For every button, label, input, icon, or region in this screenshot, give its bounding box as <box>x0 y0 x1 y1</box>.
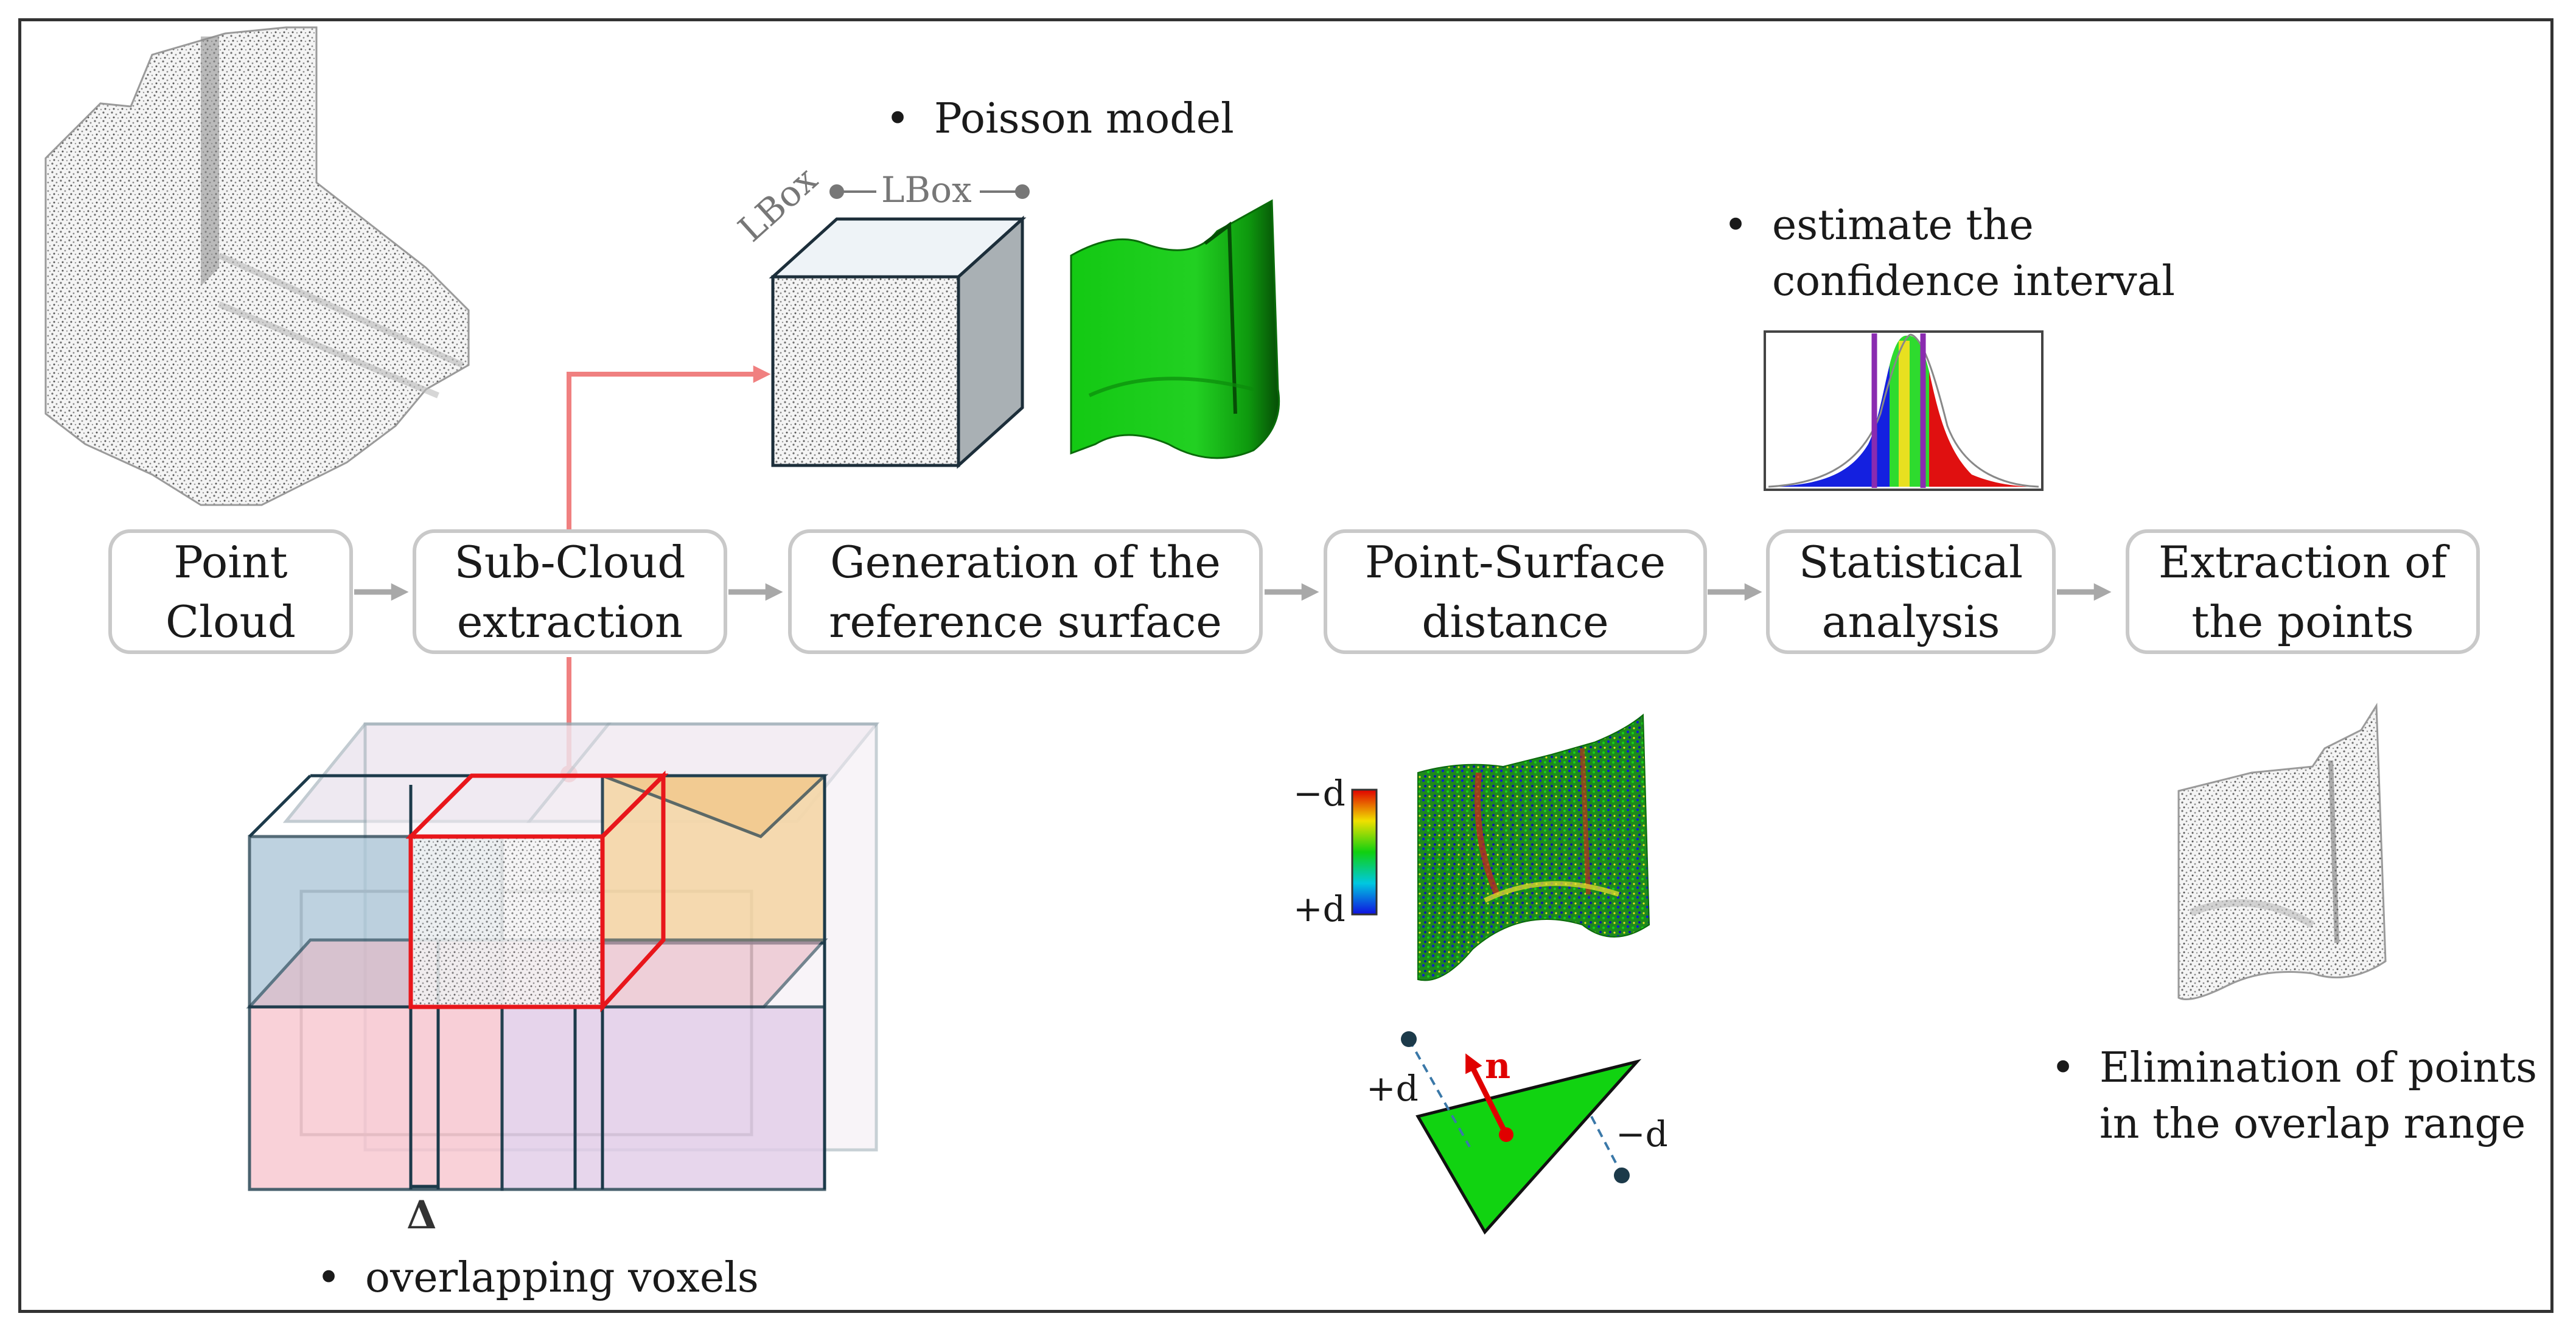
lbox-top-label: LBox <box>881 169 972 211</box>
stage-statistical-analysis: Statistical analysis <box>1766 529 2056 654</box>
stage-label-line2: the points <box>2191 596 2414 647</box>
stage-sub-cloud-extraction: Sub-Cloud extraction <box>413 529 727 654</box>
stage-label-line1: Statistical <box>1798 536 2023 588</box>
stage-label-line2: extraction <box>456 596 683 647</box>
confidence-histogram <box>1764 330 2044 491</box>
scale-plus-d-label: +d <box>1293 888 1346 930</box>
figure-frame <box>18 18 2553 1313</box>
point-surface-triangle <box>1401 1031 1642 1235</box>
scale-minus-d-label: −d <box>1293 773 1346 814</box>
point-cloud-image <box>44 26 470 506</box>
stage-label-line2: distance <box>1422 596 1609 647</box>
stage-label-line1: Point-Surface <box>1364 536 1666 588</box>
elimination-text-line2: in the overlap range <box>2100 1100 2526 1148</box>
bullet-dot: • <box>1723 201 1748 249</box>
confidence-text-line2: confidence interval <box>1772 257 2176 305</box>
bullet-dot: • <box>2051 1044 2076 1092</box>
elimination-note: • Elimination of points in the overlap ra… <box>2051 1040 2537 1152</box>
elimination-text-line1: Elimination of points <box>2100 1044 2538 1092</box>
lbox-cube <box>769 215 1027 469</box>
distance-point-cloud <box>1417 713 1650 981</box>
stage-label-line1: Sub-Cloud <box>454 536 686 588</box>
confidence-note: • estimate the confidence interval <box>1723 198 2175 310</box>
lbox-dimension-markers <box>829 184 1030 199</box>
confidence-text-line1: estimate the <box>1772 201 2034 249</box>
poisson-surface <box>1070 199 1280 459</box>
stage-label-line1: Extraction of <box>2158 536 2448 588</box>
stage-label-line2: Cloud <box>166 596 296 647</box>
bullet-dot: • <box>316 1254 341 1302</box>
stage-point-surface-distance: Point-Surface distance <box>1324 529 1707 654</box>
voxels-note: • overlapping voxels <box>316 1250 759 1306</box>
voxels-text: overlapping voxels <box>365 1254 759 1302</box>
extracted-points-image <box>2177 703 2387 1000</box>
triangle-plus-d-label: +d <box>1366 1068 1419 1109</box>
delta-label: Δ <box>407 1192 437 1238</box>
stage-label-line1: Generation of the <box>830 536 1221 588</box>
normal-vector-label: n <box>1485 1045 1511 1087</box>
poisson-model-text: Poisson model <box>934 95 1234 143</box>
stage-label-line1: Point <box>173 536 288 588</box>
stage-label-line2: reference surface <box>829 596 1222 647</box>
poisson-model-note: • Poisson model <box>885 91 1234 147</box>
distance-color-scale <box>1351 788 1378 916</box>
overlapping-voxels <box>246 722 880 1191</box>
stage-label-line2: analysis <box>1821 596 2000 647</box>
stage-reference-surface: Generation of the reference surface <box>788 529 1263 654</box>
triangle-minus-d-label: −d <box>1616 1113 1668 1155</box>
bullet-dot: • <box>885 95 910 143</box>
stage-point-cloud: Point Cloud <box>108 529 353 654</box>
stage-extraction-of-points: Extraction of the points <box>2126 529 2480 654</box>
